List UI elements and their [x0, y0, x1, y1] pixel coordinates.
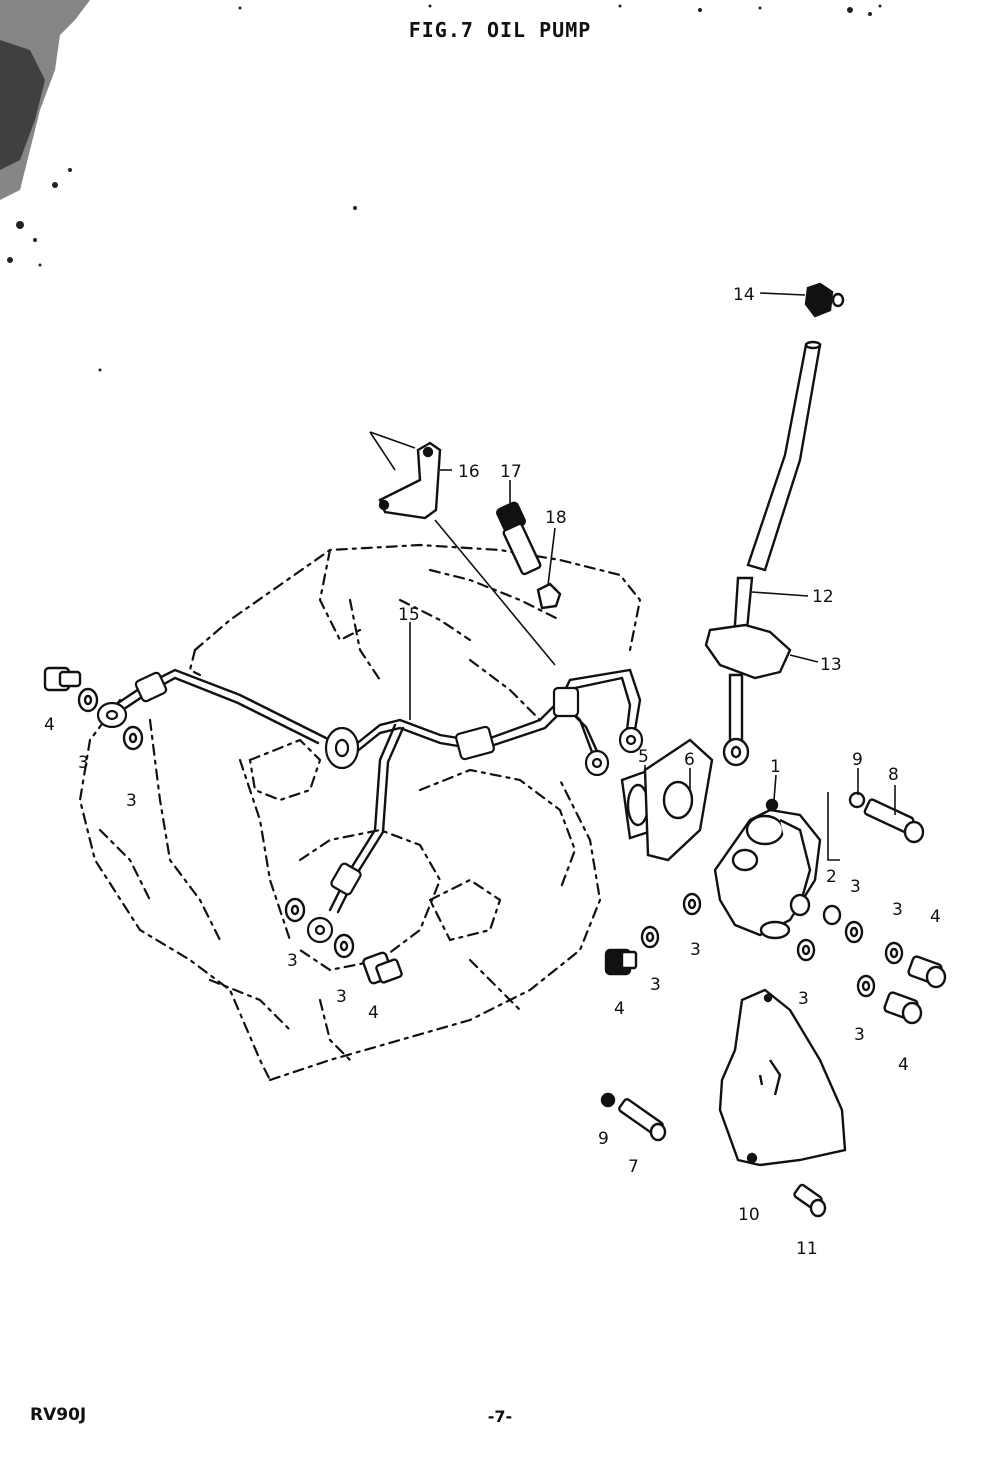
callout-15: 15	[398, 605, 420, 625]
callout-4-b: 4	[614, 999, 625, 1019]
callout-2: 2	[826, 867, 837, 887]
left-bolts-washers	[43, 666, 403, 985]
right-bolts-washers	[600, 791, 947, 1218]
callout-17: 17	[500, 462, 522, 482]
callout-3-d: 3	[650, 975, 661, 995]
callout-1: 1	[770, 757, 781, 777]
model-code: RV90J	[30, 1405, 87, 1425]
leader-lines	[369, 431, 840, 861]
callout-3-b: 3	[892, 900, 903, 920]
callout-8: 8	[888, 765, 899, 785]
figure-title: FIG.7 OIL PUMP	[408, 18, 592, 42]
callout-11: 11	[796, 1239, 818, 1259]
oil-tube-assembly	[704, 282, 845, 767]
pipe-fittings	[96, 671, 644, 944]
callout-3-mid-b: 3	[336, 987, 347, 1007]
callout-5: 5	[638, 747, 649, 767]
callout-3-mid-a: 3	[287, 951, 298, 971]
callout-12: 12	[812, 587, 834, 607]
callout-4-c: 4	[898, 1055, 909, 1075]
oil-pump-body	[620, 738, 822, 940]
callout-10: 10	[738, 1205, 760, 1225]
callout-4-left: 4	[44, 715, 55, 735]
callout-13: 13	[820, 655, 842, 675]
callout-3-e: 3	[798, 989, 809, 1009]
callout-9-lower: 9	[598, 1129, 609, 1149]
callout-3-left-b: 3	[126, 791, 137, 811]
callout-3-a: 3	[850, 877, 861, 897]
callout-3-left-a: 3	[78, 753, 89, 773]
bracket-bolt-nut	[378, 441, 562, 610]
engine-crankcase-outline	[78, 543, 642, 1082]
callout-7: 7	[628, 1157, 639, 1177]
callout-labels: 14 16 17 18 15 12 13 1 9 8 5 6 2 3 3 4 3…	[44, 285, 941, 1259]
callout-6: 6	[684, 750, 695, 770]
callout-leader-lines	[409, 292, 896, 815]
callout-16: 16	[458, 462, 480, 482]
scan-noise	[0, 0, 882, 372]
pump-cover	[718, 988, 847, 1167]
page-number: -7-	[487, 1407, 513, 1426]
callout-18: 18	[545, 508, 567, 528]
callout-14: 14	[733, 285, 755, 305]
callout-3-c: 3	[690, 940, 701, 960]
callout-4-a: 4	[930, 907, 941, 927]
callout-3-f: 3	[854, 1025, 865, 1045]
callout-4-mid: 4	[368, 1003, 379, 1023]
callout-9-upper: 9	[852, 750, 863, 770]
